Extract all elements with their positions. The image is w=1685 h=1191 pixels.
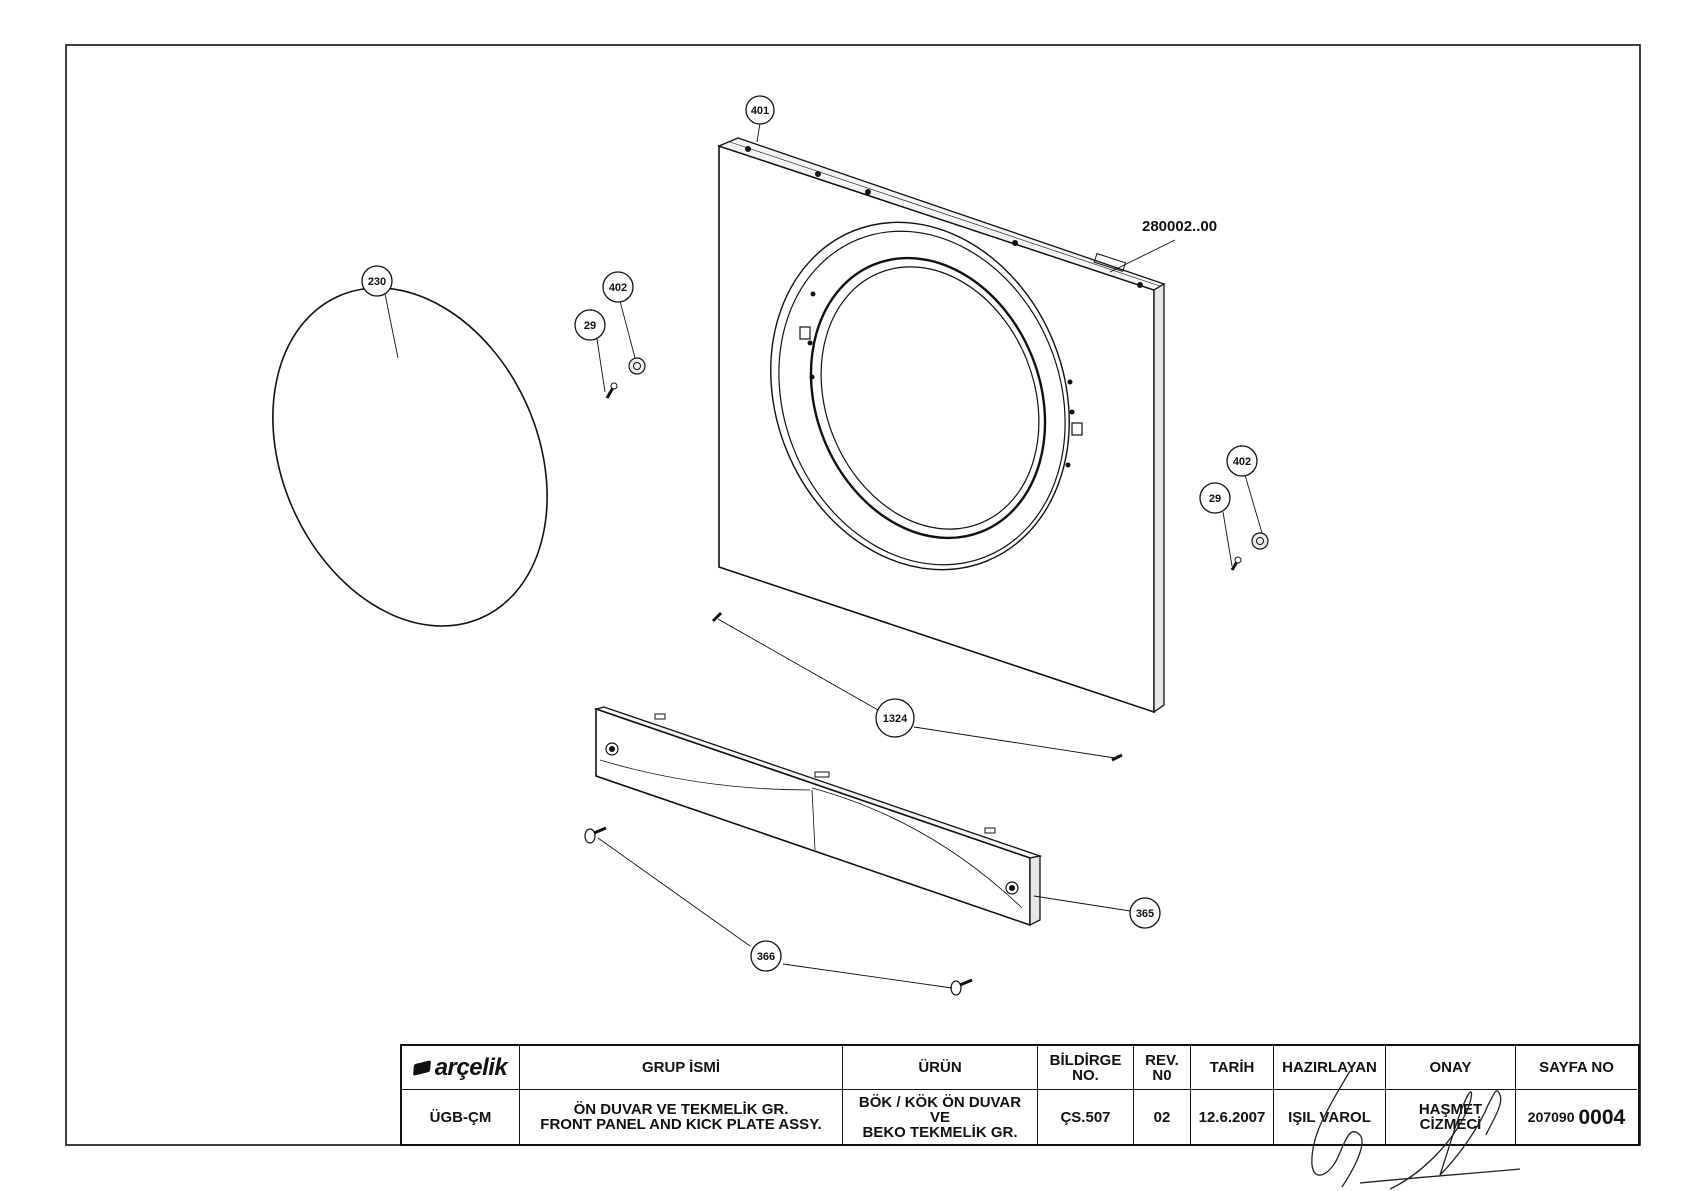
svg-text:365: 365 bbox=[1136, 908, 1154, 920]
screw-29-right bbox=[1230, 556, 1242, 571]
value-product: BÖK / KÖK ÖN DUVAR VE BEKO TEKMELİK GR. bbox=[843, 1090, 1038, 1144]
logo-mark-icon bbox=[412, 1059, 431, 1076]
header-rev-no: REV. N0 bbox=[1134, 1046, 1191, 1090]
balloon-29-left: 29 bbox=[574, 309, 606, 341]
title-block: arçelik GRUP İSMİ ÜRÜN BİLDİRGE NO. REV.… bbox=[400, 1044, 1640, 1146]
svg-text:402: 402 bbox=[1233, 456, 1251, 468]
svg-text:401: 401 bbox=[751, 105, 769, 117]
balloon-402-left: 402 bbox=[602, 271, 634, 303]
kick-plate-part bbox=[593, 706, 1043, 927]
value-date: 12.6.2007 bbox=[1191, 1090, 1274, 1144]
pin-1324-left bbox=[711, 611, 723, 623]
door-glass-part bbox=[272, 287, 548, 627]
pin-1324-right bbox=[1111, 753, 1123, 762]
balloon-401: 401 bbox=[745, 95, 775, 125]
header-page-no: SAYFA NO bbox=[1516, 1046, 1637, 1090]
value-group-code: ÜGB-ÇM bbox=[402, 1090, 520, 1144]
svg-text:230: 230 bbox=[368, 276, 386, 288]
value-group-name: ÖN DUVAR VE TEKMELİK GR. FRONT PANEL AND… bbox=[520, 1090, 843, 1144]
value-bildirge-no: ÇS.507 bbox=[1038, 1090, 1134, 1144]
balloon-365: 365 bbox=[1129, 897, 1161, 929]
header-bildirge-no: BİLDİRGE NO. bbox=[1038, 1046, 1134, 1090]
svg-text:29: 29 bbox=[584, 320, 596, 332]
svg-text:402: 402 bbox=[609, 282, 627, 294]
header-group-name: GRUP İSMİ bbox=[520, 1046, 843, 1090]
header-date: TARİH bbox=[1191, 1046, 1274, 1090]
header-product: ÜRÜN bbox=[843, 1046, 1038, 1090]
nut-402-right bbox=[1251, 532, 1269, 550]
value-page-no: 207090 0004 bbox=[1527, 1105, 1626, 1129]
nut-402-left bbox=[628, 357, 646, 375]
svg-text:366: 366 bbox=[757, 951, 775, 963]
front-panel-part bbox=[717, 137, 1166, 714]
balloon-1324: 1324 bbox=[875, 698, 915, 738]
balloon-402-right: 402 bbox=[1226, 445, 1258, 477]
screw-29-left bbox=[605, 382, 618, 399]
header-approval: ONAY bbox=[1386, 1046, 1516, 1090]
svg-text:29: 29 bbox=[1209, 493, 1221, 505]
assembly-reference-label: 280002..00 bbox=[1142, 218, 1217, 235]
screw-366-top bbox=[584, 826, 607, 844]
value-approval: HAŞMET CİZMECİ bbox=[1386, 1090, 1516, 1144]
header-prepared-by: HAZIRLAYAN bbox=[1274, 1046, 1386, 1090]
svg-text:1324: 1324 bbox=[883, 713, 908, 725]
balloon-29-right: 29 bbox=[1199, 482, 1231, 514]
leader-lines bbox=[384, 122, 1263, 989]
balloon-230: 230 bbox=[361, 265, 393, 297]
value-rev-no: 02 bbox=[1134, 1090, 1191, 1144]
company-logo: arçelik bbox=[402, 1046, 520, 1090]
value-prepared-by: IŞIL VAROL bbox=[1274, 1090, 1386, 1144]
balloon-366: 366 bbox=[750, 940, 782, 972]
screw-366-bottom bbox=[950, 978, 973, 996]
